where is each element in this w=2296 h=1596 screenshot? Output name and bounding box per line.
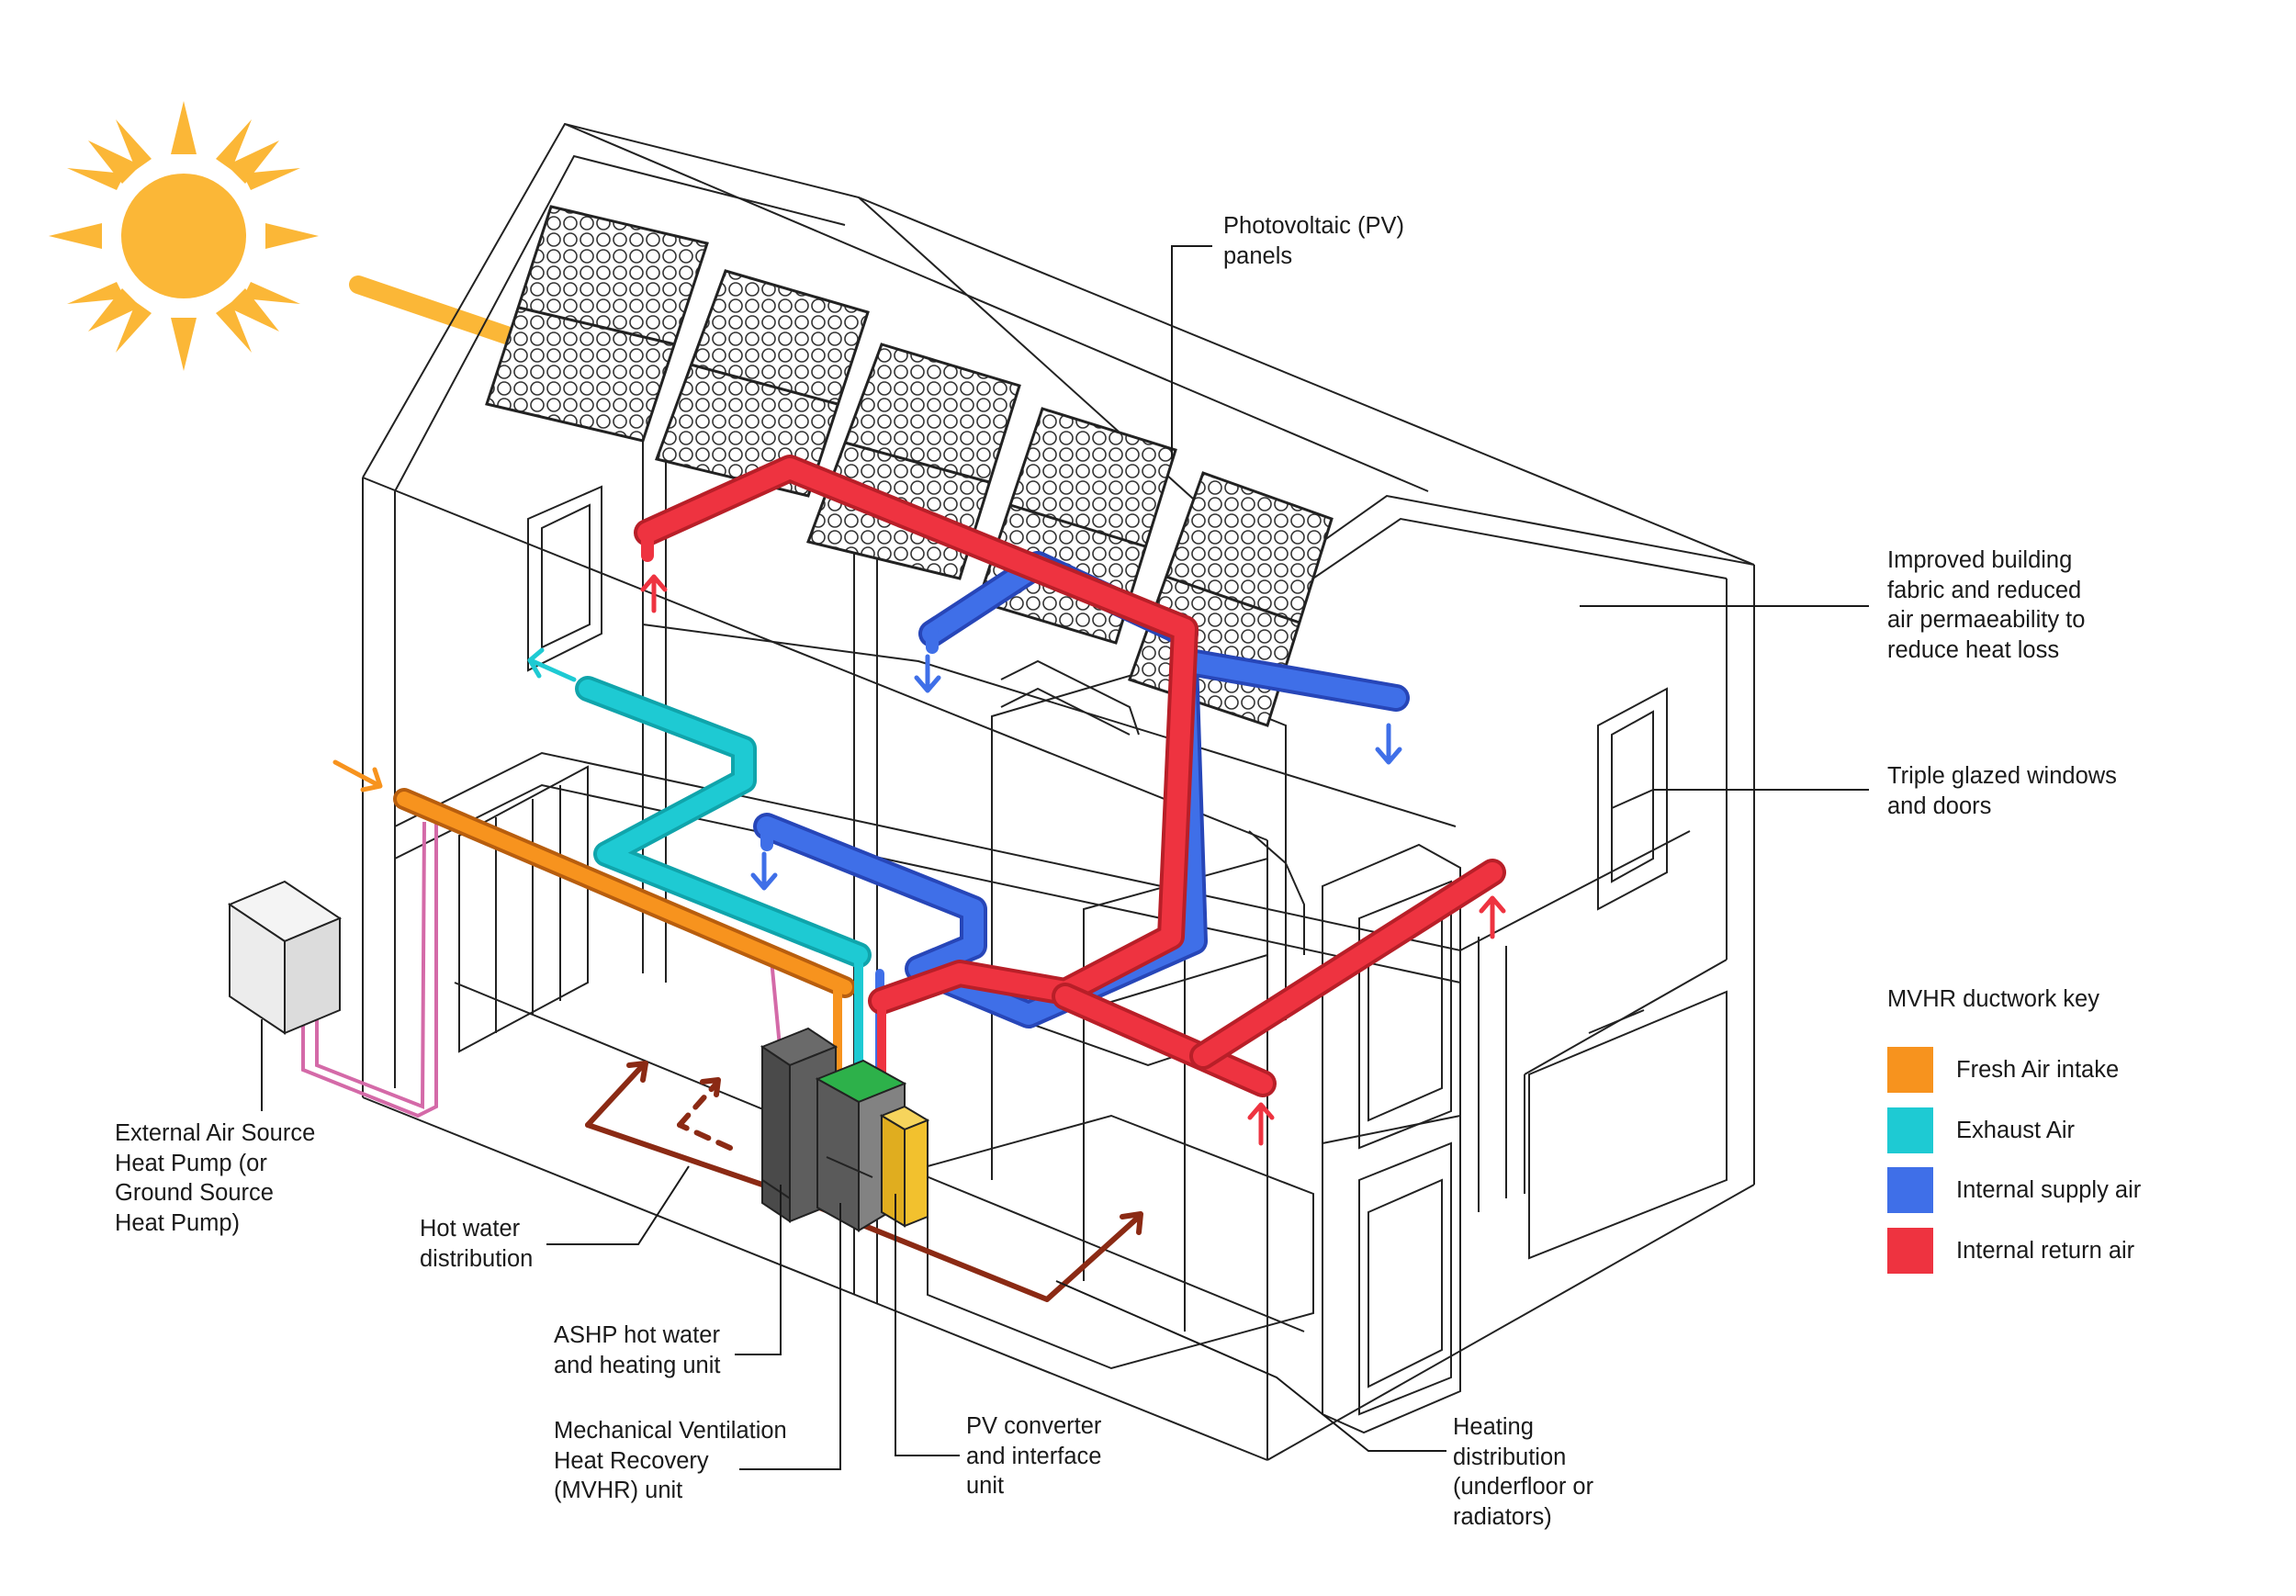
- external-heat-pump-box: [227, 880, 343, 1035]
- label-line: (underfloor or: [1453, 1474, 1594, 1500]
- label-line: Improved building: [1887, 547, 2073, 573]
- label-line: PV converter: [966, 1413, 1102, 1439]
- label-line: distribution: [420, 1245, 534, 1272]
- label-line: Heating: [1453, 1414, 1534, 1440]
- key-label-exhaust-air: Exhaust Air: [1956, 1118, 2075, 1143]
- hot-water-distribution-label: Hot water distribution: [420, 1214, 533, 1274]
- pv-converter-label: PV converter and interface unit: [966, 1411, 1101, 1501]
- return-arrow-icon: [640, 574, 1506, 1146]
- mvhr-unit-label: Mechanical Ventilation Heat Recovery (MV…: [554, 1416, 787, 1506]
- flow-arrows: [332, 574, 1506, 1146]
- windows-label: Triple glazed windows and doors: [1887, 761, 2117, 821]
- key-swatch-return-air: [1887, 1228, 1933, 1274]
- label-line: Ground Source: [115, 1180, 274, 1206]
- heating-distribution-label: Heating distribution (underfloor or radi…: [1453, 1412, 1593, 1532]
- key-title: MVHR ductwork key: [1887, 986, 2099, 1012]
- label-line: air permaeability to: [1887, 607, 2086, 633]
- label-line: reduce heat loss: [1887, 636, 2060, 663]
- pv-panels: [485, 205, 1334, 727]
- key-swatch-exhaust-air: [1887, 1107, 1933, 1153]
- key-label-supply-air: Internal supply air: [1956, 1177, 2142, 1203]
- exhaust-air-duct: [575, 676, 872, 968]
- label-line: and heating unit: [554, 1352, 721, 1378]
- key-label-return-air: Internal return air: [1956, 1238, 2135, 1264]
- pv-panels-label: Photovoltaic (PV) panels: [1223, 211, 1404, 271]
- label-line: distribution: [1453, 1444, 1567, 1470]
- building-fabric-label: Improved building fabric and reduced air…: [1887, 545, 2085, 665]
- label-line: and doors: [1887, 792, 1992, 819]
- sun-icon: [49, 101, 319, 371]
- external-heat-pump-label: External Air Source Heat Pump (or Ground…: [115, 1118, 315, 1238]
- leader-lines: [261, 245, 1869, 1470]
- label-line: Hot water: [420, 1216, 521, 1242]
- pv-converter-unit: [879, 1105, 930, 1228]
- label-line: ASHP hot water: [554, 1322, 720, 1348]
- label-line: radiators): [1453, 1503, 1552, 1530]
- key-label-fresh-air: Fresh Air intake: [1956, 1057, 2120, 1083]
- exhaust-arrow-icon: [527, 647, 577, 682]
- label-line: Photovoltaic (PV): [1223, 213, 1405, 239]
- label-line: (MVHR) unit: [554, 1478, 683, 1503]
- label-line: Mechanical Ventilation: [554, 1418, 787, 1444]
- label-line: External Air Source: [115, 1120, 316, 1146]
- label-line: and interface: [966, 1443, 1102, 1469]
- ashp-unit-label: ASHP hot water and heating unit: [554, 1321, 721, 1380]
- label-line: Heat Recovery: [554, 1447, 709, 1474]
- label-line: Heat Pump): [115, 1209, 241, 1236]
- label-line: Heat Pump (or: [115, 1150, 267, 1176]
- label-line: panels: [1223, 242, 1293, 269]
- label-line: unit: [966, 1473, 1005, 1499]
- key-swatch-supply-air: [1887, 1167, 1933, 1213]
- supply-arrow-icon: [750, 654, 1402, 891]
- label-line: Triple glazed windows: [1887, 763, 2117, 789]
- label-line: fabric and reduced: [1887, 577, 2082, 603]
- key-swatch-fresh-air: [1887, 1047, 1933, 1093]
- fresh-air-arrow-icon: [332, 759, 383, 792]
